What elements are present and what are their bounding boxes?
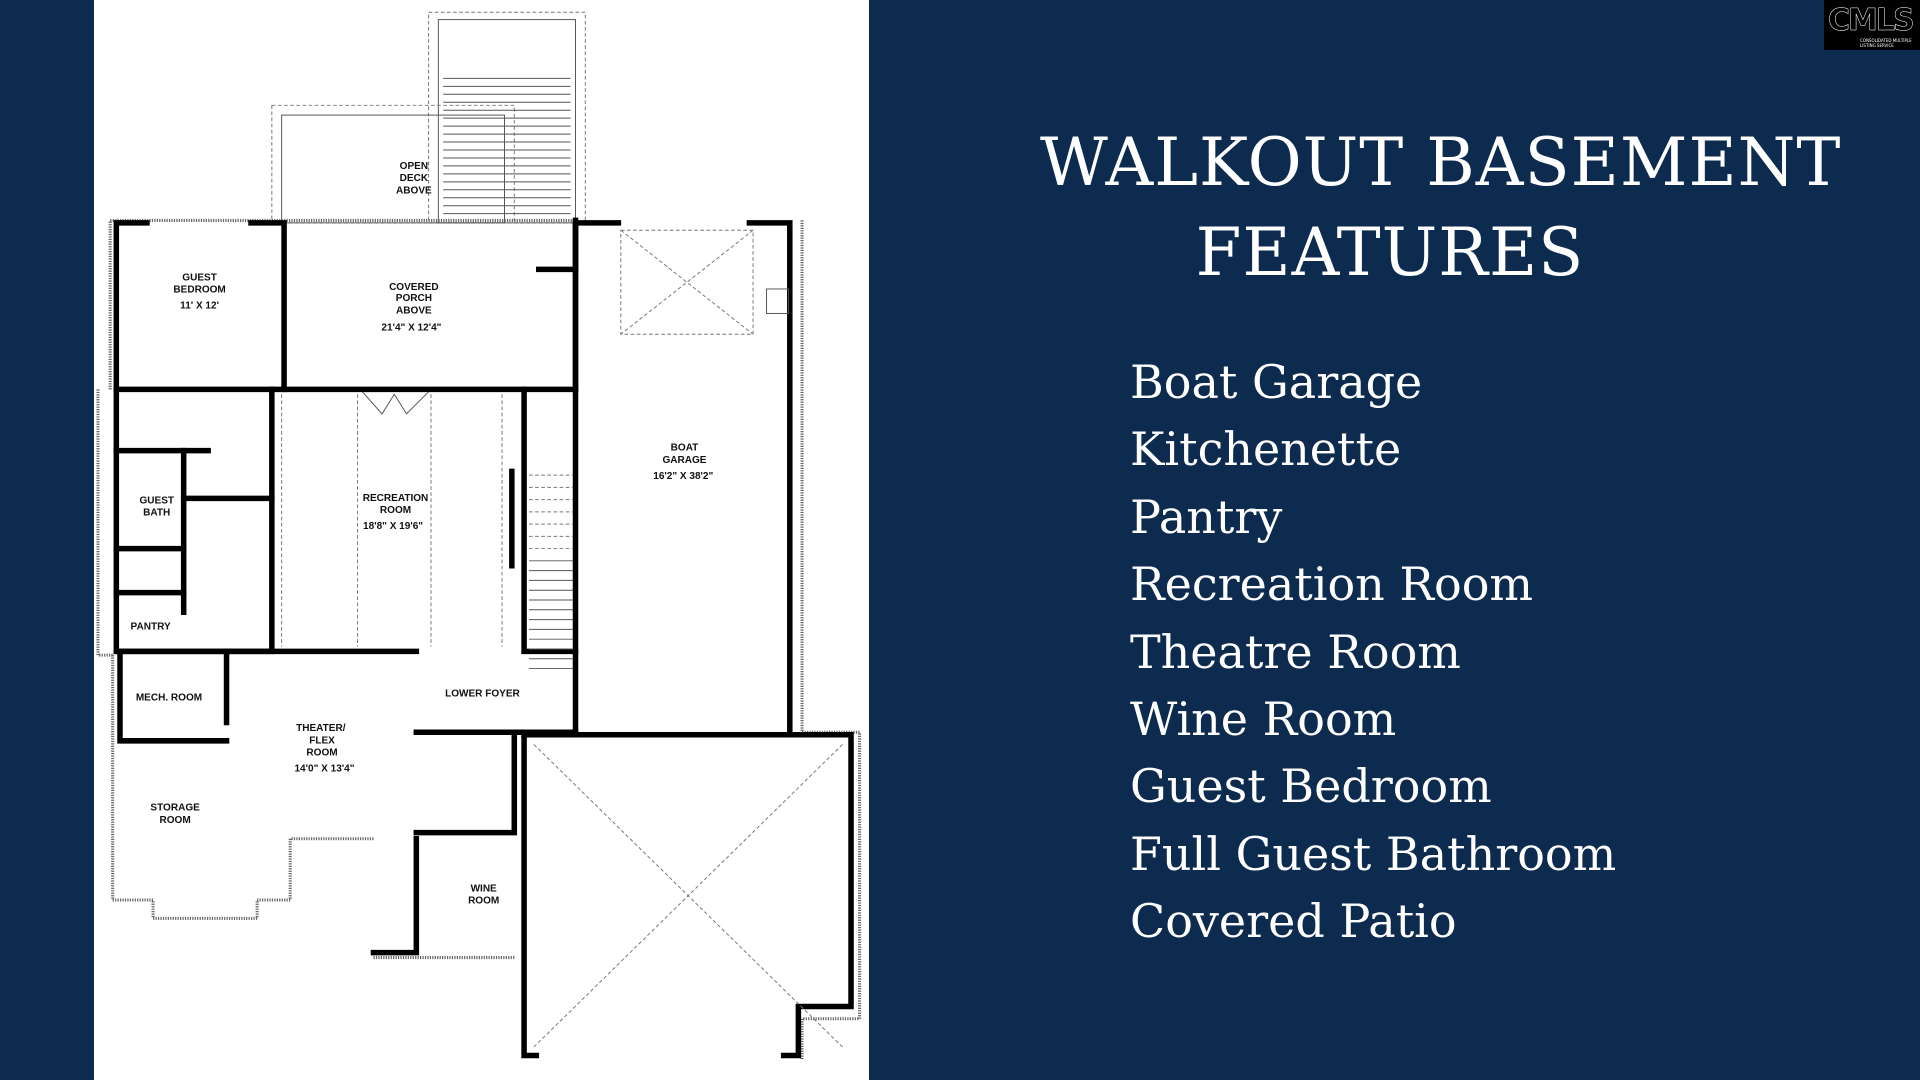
room-label-guest-bath: GUEST BATH <box>139 495 174 518</box>
feature-item: Recreation Room <box>1130 557 1534 612</box>
feature-item: Pantry <box>1130 489 1283 544</box>
exterior-walls <box>96 218 862 1060</box>
feature-item: Theatre Room <box>1130 624 1461 679</box>
svg-text:ROOM: ROOM <box>380 505 411 516</box>
room-label-boat-garage: BOAT GARAGE 16'2" X 38'2" <box>653 443 713 482</box>
garage-markers <box>533 229 843 1048</box>
room-label-open-deck: OPEN DECK ABOVE <box>396 161 432 196</box>
svg-text:GUEST: GUEST <box>139 495 174 506</box>
svg-text:18'8" X 19'6": 18'8" X 19'6" <box>363 521 423 532</box>
svg-text:RECREATION: RECREATION <box>363 493 429 504</box>
room-label-guest-bedroom: GUEST BEDROOM 11' X 12' <box>173 272 225 311</box>
room-label-storage-room: STORAGE ROOM <box>150 803 200 826</box>
svg-text:FLEX: FLEX <box>309 735 335 746</box>
deck-outline <box>271 11 586 224</box>
svg-text:BOAT: BOAT <box>671 443 700 454</box>
feature-item: Wine Room <box>1130 691 1397 746</box>
svg-text:OPEN: OPEN <box>400 161 428 172</box>
feature-item: Full Guest Bathroom <box>1130 826 1617 881</box>
svg-text:ABOVE: ABOVE <box>396 305 432 316</box>
title-line-1: WALKOUT BASEMENT <box>1040 124 1842 201</box>
feature-item: Boat Garage <box>1130 355 1423 409</box>
room-label-pantry: PANTRY <box>131 621 171 632</box>
room-label-lower-foyer: LOWER FOYER <box>445 689 520 700</box>
feature-item: Guest Bedroom <box>1130 759 1492 814</box>
title-line-2: FEATURES <box>1195 214 1585 291</box>
svg-text:PORCH: PORCH <box>396 293 432 304</box>
room-label-mech-room: MECH. ROOM <box>136 692 202 703</box>
logo-subtitle: CONSOLIDATED MULTIPLE LISTING SERVICE <box>1860 38 1912 48</box>
room-label-recreation-room: RECREATION ROOM 18'8" X 19'6" <box>363 493 429 532</box>
room-label-wine-room: WINE ROOM <box>468 883 499 906</box>
svg-text:ABOVE: ABOVE <box>396 185 432 196</box>
svg-text:GARAGE: GARAGE <box>662 455 706 466</box>
features-list: Boat Garage Kitchenette Pantry Recreatio… <box>1130 352 1616 959</box>
svg-text:ROOM: ROOM <box>159 815 190 826</box>
slide-title: WALKOUT BASEMENT FEATURES <box>1040 118 1842 298</box>
interior-walls <box>113 217 854 1059</box>
svg-text:16'2" X 38'2": 16'2" X 38'2" <box>653 471 713 482</box>
svg-text:GUEST: GUEST <box>182 272 217 283</box>
recreation-details <box>281 391 574 670</box>
floor-plan-panel <box>94 0 869 1080</box>
cmls-logo: CMLS CONSOLIDATED MULTIPLE LISTING SERVI… <box>1824 0 1920 50</box>
feature-item: Kitchenette <box>1130 422 1402 477</box>
svg-text:BEDROOM: BEDROOM <box>173 285 225 296</box>
svg-text:DECK: DECK <box>400 173 429 184</box>
feature-item: Covered Patio <box>1130 894 1457 949</box>
svg-text:ROOM: ROOM <box>306 748 337 759</box>
svg-text:11' X 12': 11' X 12' <box>180 301 219 312</box>
logo-text: CMLS <box>1828 3 1915 39</box>
svg-text:COVERED: COVERED <box>389 282 439 293</box>
room-label-theater: THEATER/ FLEX ROOM 14'0" X 13'4" <box>294 723 354 774</box>
svg-text:STORAGE: STORAGE <box>150 803 200 814</box>
room-label-covered-porch: COVERED PORCH ABOVE 21'4" X 12'4" <box>381 282 441 333</box>
svg-text:21'4" X 12'4": 21'4" X 12'4" <box>381 323 441 334</box>
svg-text:ROOM: ROOM <box>468 896 499 907</box>
svg-text:WINE: WINE <box>471 883 497 894</box>
svg-text:THEATER/: THEATER/ <box>296 723 346 734</box>
svg-text:BATH: BATH <box>143 508 170 519</box>
svg-text:14'0" X 13'4": 14'0" X 13'4" <box>294 763 354 774</box>
